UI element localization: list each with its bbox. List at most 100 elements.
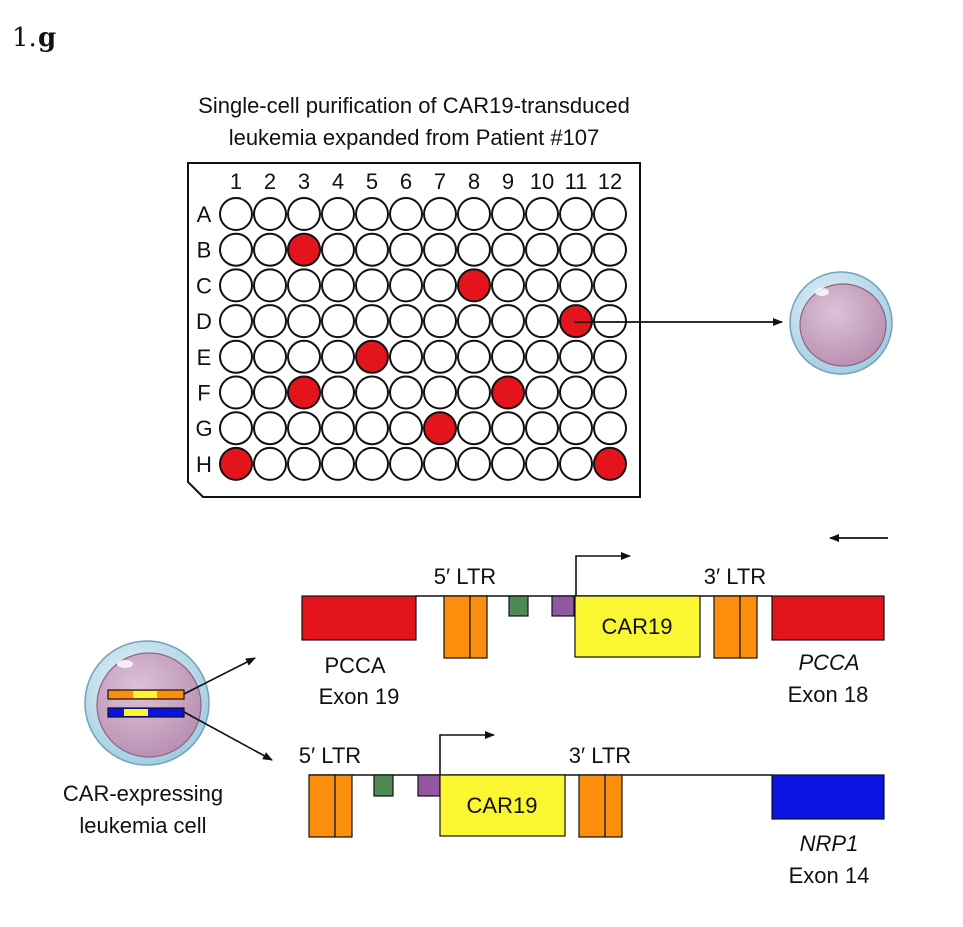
empty-well (559, 339, 593, 374)
column-label: 9 (502, 169, 514, 194)
empty-well (457, 411, 491, 446)
cell-to-bottom-construct-arrow (183, 711, 273, 761)
panel-letter: g (38, 23, 56, 53)
empty-well (253, 339, 287, 374)
empty-well (253, 268, 287, 303)
empty-well (321, 197, 355, 231)
row-label: B (197, 238, 212, 263)
empty-well (219, 375, 253, 410)
empty-well (491, 268, 525, 303)
empty-well (457, 304, 491, 339)
bottom-green-element (373, 774, 394, 797)
empty-well (287, 268, 321, 303)
pcca-exon18-box (771, 595, 885, 641)
empty-well (559, 232, 593, 267)
cell-label-line2: leukemia cell (79, 813, 206, 838)
empty-well (525, 197, 559, 231)
row-label: A (197, 202, 212, 227)
bottom-ltr5-box-a (308, 774, 336, 838)
bottom-ltr3-box-b (604, 774, 623, 838)
empty-well (389, 304, 423, 339)
empty-well (287, 197, 321, 231)
positive-well (287, 232, 321, 267)
empty-well (559, 375, 593, 410)
positive-well (491, 375, 525, 410)
empty-well (423, 304, 457, 339)
empty-well (355, 375, 389, 410)
bottom-purple-element (417, 774, 441, 797)
empty-well (423, 339, 457, 374)
nrp1-exon14-box (771, 774, 885, 820)
top-car19-box (574, 595, 701, 658)
nrp1-gene-label: NRP1 (800, 831, 859, 856)
empty-well (321, 339, 355, 374)
row-label: F (197, 381, 210, 406)
top-ltr3-label: 3′ LTR (704, 564, 766, 589)
empty-well (219, 339, 253, 374)
empty-well (389, 446, 423, 481)
bottom-ltr3-box-a (578, 774, 606, 838)
empty-well (457, 339, 491, 374)
column-label: 6 (400, 169, 412, 194)
empty-well (389, 268, 423, 303)
pcca-right-exon-label: Exon 18 (788, 682, 869, 707)
bottom-car19-label: CAR19 (467, 793, 538, 818)
top-construct: 5′ LTR 3′ LTR CAR19 PCCA Exon 19 PCCA Ex… (301, 552, 885, 709)
bottom-ltr5-box-b (334, 774, 353, 838)
bottom-ltr3-label: 3′ LTR (569, 743, 631, 768)
empty-well (525, 446, 559, 481)
pcca-left-exon-label: Exon 19 (319, 684, 400, 709)
empty-well (525, 411, 559, 446)
empty-well (423, 197, 457, 231)
empty-well (491, 339, 525, 374)
empty-well (593, 411, 627, 446)
column-label: 11 (565, 169, 588, 194)
bottom-construct: 5′ LTR 3′ LTR CAR19 NRP1 Exon 14 (299, 731, 885, 888)
empty-well (491, 197, 525, 231)
leukemia-cell-icon (84, 640, 210, 766)
positive-well (355, 339, 389, 374)
empty-well (219, 197, 253, 231)
pcca-right-gene-label: PCCA (798, 650, 859, 675)
bottom-ltr5-label: 5′ LTR (299, 743, 361, 768)
isolated-cell-icon (789, 271, 893, 375)
empty-well (457, 197, 491, 231)
positive-well (457, 268, 491, 303)
empty-well (287, 304, 321, 339)
empty-well (287, 411, 321, 446)
empty-well (321, 232, 355, 267)
column-label: 10 (530, 169, 554, 194)
top-green-element (508, 595, 529, 617)
empty-well (321, 304, 355, 339)
row-label: G (195, 416, 212, 441)
empty-well (457, 375, 491, 410)
empty-well (525, 375, 559, 410)
bottom-car19-box (439, 774, 566, 837)
plate-wells (219, 197, 627, 481)
plate-title-line2: leukemia expanded from Patient #107 (229, 125, 600, 150)
top-promoter-arrow (575, 552, 631, 596)
cell-label-line1: CAR-expressing (63, 781, 223, 806)
top-car19-label: CAR19 (602, 614, 673, 639)
empty-well (219, 304, 253, 339)
empty-well (423, 375, 457, 410)
empty-well (525, 339, 559, 374)
empty-well (491, 411, 525, 446)
empty-well (321, 268, 355, 303)
empty-well (491, 446, 525, 481)
empty-well (253, 375, 287, 410)
empty-well (355, 411, 389, 446)
empty-well (321, 411, 355, 446)
empty-well (593, 197, 627, 231)
empty-well (253, 446, 287, 481)
empty-well (321, 446, 355, 481)
empty-well (253, 304, 287, 339)
empty-well (321, 375, 355, 410)
nrp1-exon-label: Exon 14 (789, 863, 870, 888)
empty-well (253, 232, 287, 267)
column-label: 7 (434, 169, 446, 194)
positive-well (593, 446, 627, 481)
empty-well (593, 232, 627, 267)
